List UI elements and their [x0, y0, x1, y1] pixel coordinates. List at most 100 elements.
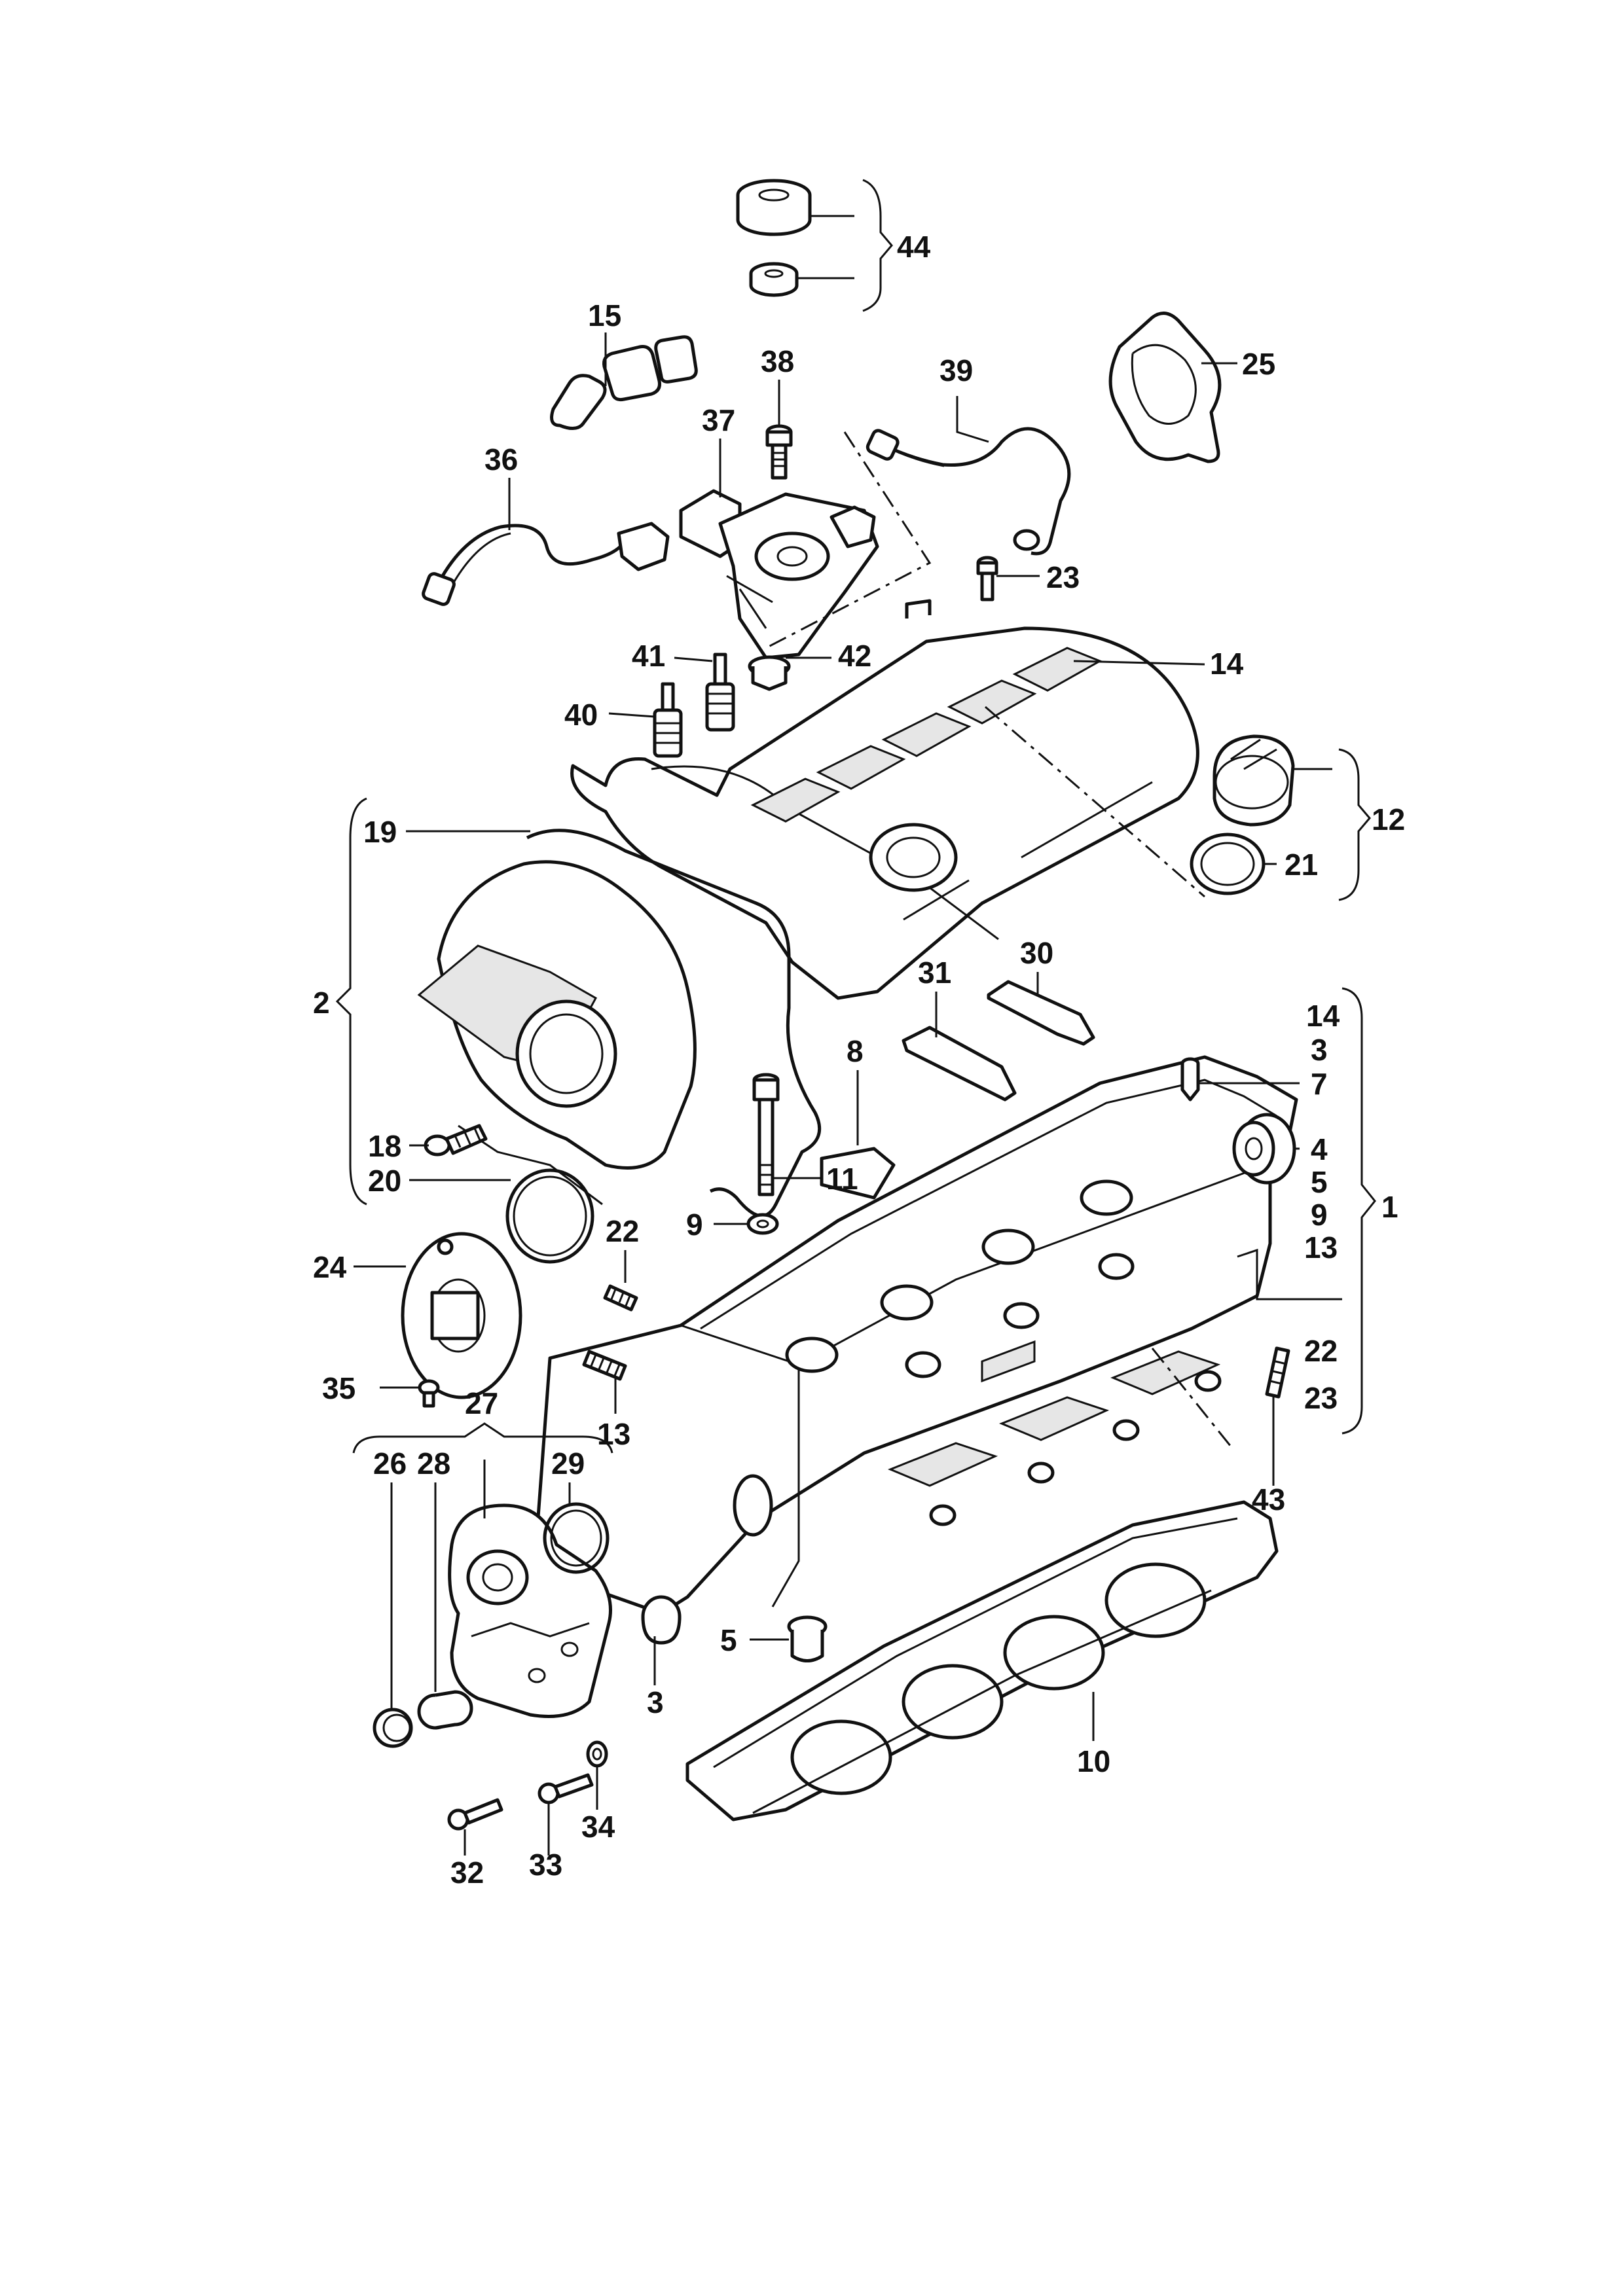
part-30-tube — [987, 980, 1095, 1046]
label-2: 2 — [313, 986, 330, 1020]
label-37: 37 — [702, 403, 735, 437]
part-28-cap — [417, 1690, 473, 1730]
label-21: 21 — [1285, 848, 1318, 882]
part-21-seal-ring — [1190, 833, 1266, 895]
part-34-washer — [586, 1740, 608, 1768]
label-15: 15 — [588, 298, 621, 332]
part-35-bolt — [418, 1379, 440, 1408]
axis-14-21 — [985, 706, 1205, 898]
part-32-bolt — [447, 1798, 503, 1831]
label-5: 5 — [1311, 1165, 1328, 1199]
part-31-tube — [902, 1026, 1017, 1102]
label-8: 8 — [847, 1034, 864, 1068]
label-4: 4 — [1311, 1132, 1328, 1166]
part-24-cam-wheel — [401, 1232, 522, 1399]
label-9-washer: 9 — [686, 1208, 703, 1242]
label-36: 36 — [484, 442, 518, 476]
label-22: 22 — [606, 1214, 639, 1248]
label-27: 27 — [465, 1386, 498, 1420]
part-8-tube — [820, 1147, 896, 1200]
bracket-2 — [335, 797, 367, 1206]
label-9: 9 — [1311, 1198, 1328, 1232]
leader-41 — [674, 656, 713, 662]
label-28: 28 — [417, 1446, 450, 1480]
label-14-cover: 14 — [1210, 647, 1244, 681]
part-38-bolt — [765, 424, 793, 480]
bracket-1 — [1341, 987, 1376, 1435]
leader-40 — [608, 712, 655, 718]
axis-43 — [1151, 1348, 1232, 1447]
label-43: 43 — [1252, 1482, 1285, 1516]
part-3-cap — [641, 1595, 682, 1645]
label-7: 7 — [1311, 1067, 1328, 1101]
part-5-plug — [787, 1615, 828, 1662]
part-18-bolt — [424, 1124, 488, 1157]
label-41: 41 — [632, 639, 665, 673]
bracket-27 — [352, 1422, 613, 1454]
part-26-cap — [373, 1708, 413, 1748]
part-44-seals — [736, 179, 812, 297]
part-10-head-gasket — [685, 1500, 1279, 1821]
label-18: 18 — [368, 1129, 401, 1163]
part-43-stud — [1265, 1346, 1290, 1399]
part-19-gasket — [526, 829, 822, 1218]
label-5-plug: 5 — [720, 1623, 737, 1657]
part-23-bolt-top — [976, 556, 998, 601]
label-3: 3 — [1311, 1033, 1328, 1067]
part-40-sensor — [653, 682, 683, 758]
part-36-hose — [422, 522, 670, 606]
label-13-stud: 13 — [597, 1417, 630, 1451]
part-29-oring — [543, 1502, 610, 1574]
part-37-valve — [679, 489, 879, 660]
label-33: 33 — [529, 1848, 562, 1882]
label-26: 26 — [373, 1446, 407, 1480]
part-2-timing-cover — [417, 860, 697, 1206]
label-23: 23 — [1304, 1381, 1338, 1415]
part-27-housing — [448, 1503, 612, 1718]
label-10: 10 — [1077, 1744, 1110, 1778]
bracket-44 — [862, 179, 893, 312]
part-4-sprocket — [1232, 1113, 1296, 1185]
part-22-stud — [603, 1284, 638, 1312]
label-39: 39 — [939, 353, 973, 387]
part-12-oil-cap — [1213, 734, 1295, 827]
label-1: 1 — [1381, 1190, 1398, 1224]
label-38: 38 — [761, 344, 794, 378]
leader-14a — [1073, 660, 1205, 666]
part-1-cylinder-head — [535, 1055, 1298, 1615]
part-9-washer — [746, 1213, 779, 1235]
label-25: 25 — [1242, 347, 1275, 381]
part-13-stud — [582, 1350, 627, 1381]
axis-37-39 — [765, 431, 932, 649]
leader-39 — [956, 396, 989, 443]
part-33-bolt — [538, 1773, 594, 1804]
label-20: 20 — [368, 1164, 401, 1198]
label-40: 40 — [564, 698, 598, 732]
label-34: 34 — [581, 1810, 615, 1844]
label-35: 35 — [322, 1371, 356, 1405]
part-7-pin — [1180, 1057, 1200, 1102]
part-25-gasket — [1108, 312, 1222, 463]
label-44: 44 — [897, 230, 931, 264]
label-19: 19 — [363, 815, 397, 849]
part-41-sensor — [705, 653, 735, 732]
label-31: 31 — [918, 956, 951, 990]
part-42-plug — [748, 655, 791, 691]
label-12: 12 — [1372, 802, 1405, 836]
part-39-hose — [866, 427, 1071, 556]
part-11-bolt — [752, 1073, 780, 1196]
label-29: 29 — [551, 1446, 585, 1480]
label-32: 32 — [450, 1856, 484, 1890]
label-30: 30 — [1020, 936, 1053, 970]
label-3-cap: 3 — [647, 1685, 664, 1719]
label-22-right: 22 — [1304, 1334, 1338, 1368]
part-20-oring — [505, 1168, 594, 1264]
part-15-gaskets — [550, 335, 698, 430]
label-13: 13 — [1304, 1230, 1338, 1265]
label-23-top: 23 — [1046, 560, 1080, 594]
label-42: 42 — [838, 639, 871, 673]
bracket-12 — [1338, 748, 1371, 901]
part-14-valve-cover — [570, 599, 1199, 1000]
label-24: 24 — [313, 1250, 347, 1284]
